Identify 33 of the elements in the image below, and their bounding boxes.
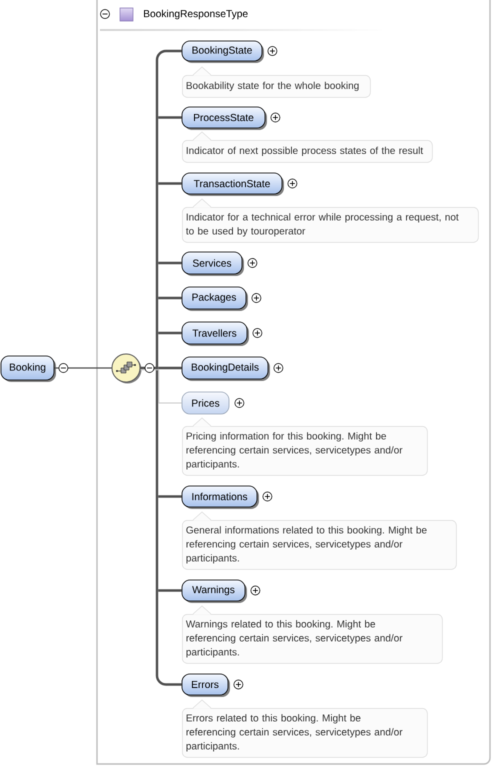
comment-callout: General informations related to this booking. Might be referencing certain services, servicetypes and/or participants. (182, 512, 457, 570)
element-box: Warnings (182, 580, 247, 603)
connector-line (140, 369, 182, 404)
connector-line (158, 116, 182, 119)
element-box: Packages (182, 286, 248, 311)
element-box: Errors (182, 674, 230, 697)
element-box: BookingState (182, 40, 264, 63)
optional-element-box: Prices (182, 392, 230, 414)
comment-callout: Warnings related to this booking. Might be referencing certain services, servicetypes and/or participants. (182, 606, 443, 664)
connector-line (139, 58, 158, 677)
comment-callout: Indicator of next possible process states of the result (182, 132, 433, 163)
element-box: BookingDetails (182, 356, 270, 381)
connector-line (158, 182, 182, 185)
type-name: BookingResponseType (144, 10, 248, 20)
connector-line (156, 675, 182, 686)
element-box: ProcessState (182, 106, 267, 130)
comment-callout: Bookability state for the whole booking (182, 66, 371, 98)
element-box: Travellers (182, 322, 249, 346)
connector-line (158, 366, 182, 370)
comment-callout: Pricing information for this booking. Might be referencing certain services, servicetypes and/or participants. (182, 418, 428, 476)
connector-line (158, 296, 182, 300)
connector-line (158, 495, 182, 498)
connector-line (156, 50, 182, 60)
element-box: Booking (0, 356, 56, 382)
connector-line (158, 589, 182, 592)
comment-callout: Errors related to this booking. Might be referencing certain services, servicetypes and/or participants. (182, 700, 428, 758)
connector-line (158, 262, 182, 264)
element-box: Informations (182, 486, 259, 509)
element-box: Services (182, 252, 244, 276)
element-box: TransactionState (182, 172, 284, 196)
connector-line (54, 367, 112, 369)
connector-line (158, 332, 182, 334)
comment-callout: Indicator for a technical error while processing a request, not to be used by touroperator (182, 198, 479, 243)
